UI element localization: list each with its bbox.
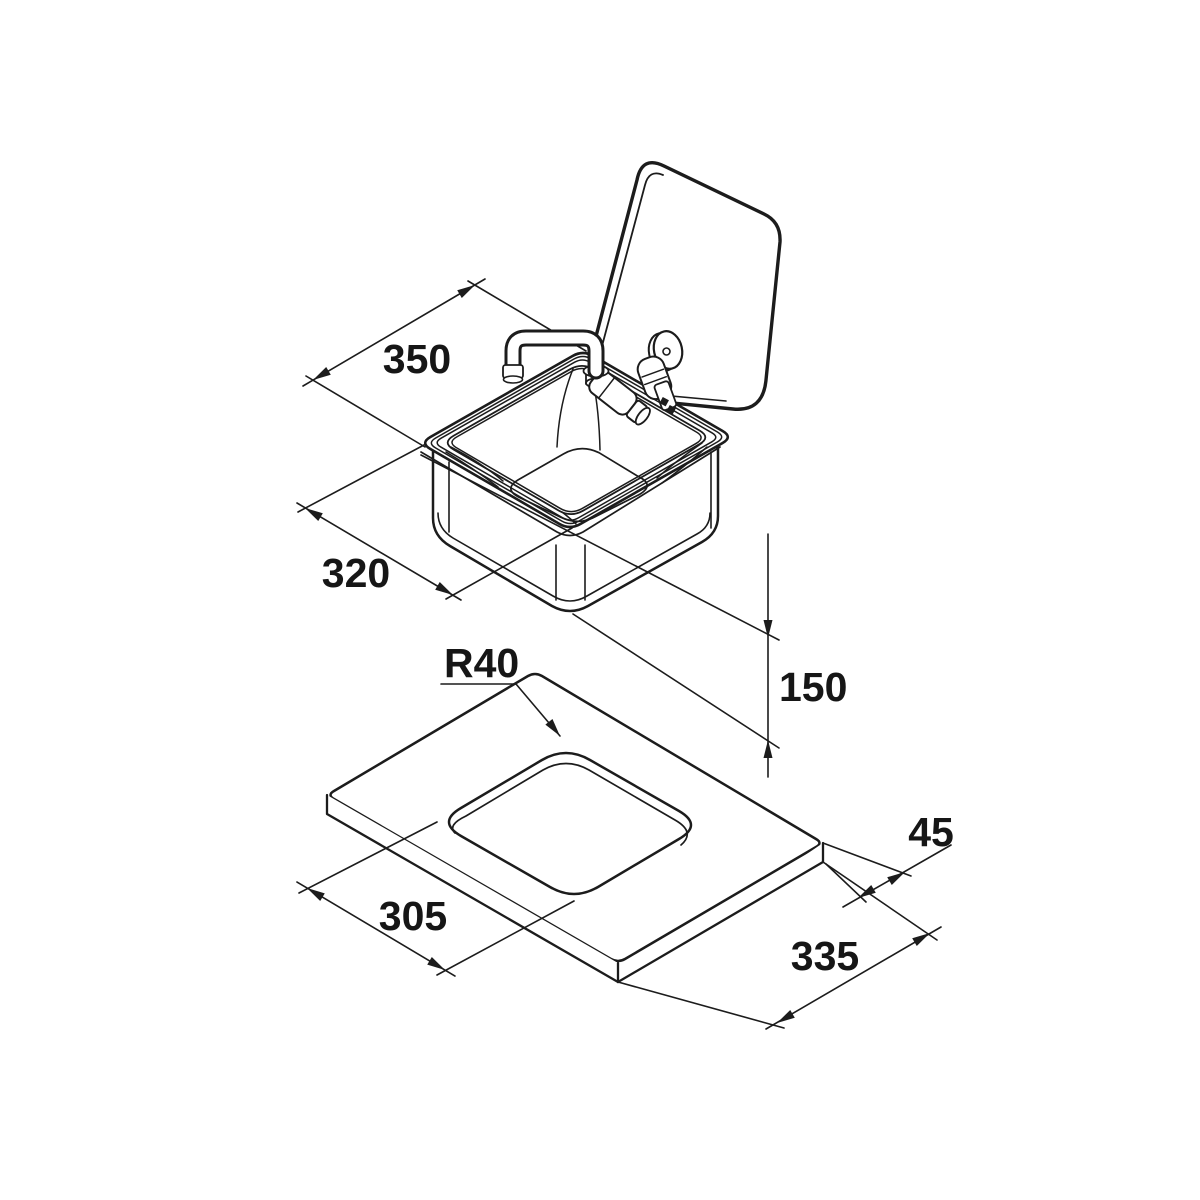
arrowhead [912, 933, 930, 947]
extension-line [297, 444, 425, 513]
arrowhead [545, 719, 560, 736]
lid-hinge [636, 330, 684, 415]
dimension-label-counter-thickness: 45 [908, 809, 954, 855]
arrowhead [457, 285, 475, 299]
arrowhead [777, 1009, 795, 1023]
dimension-line [302, 278, 486, 387]
extension-line [445, 527, 573, 600]
arrowhead [435, 582, 453, 595]
spout-fill [507, 332, 602, 377]
bowl-fillet [445, 451, 499, 488]
dimension-label-cutout-length: 335 [791, 933, 859, 979]
arrowhead [313, 366, 331, 380]
extension-line [572, 613, 780, 749]
hinge-bracket-line [643, 376, 668, 386]
bowl-fillet [661, 446, 708, 484]
arrowhead [858, 884, 876, 898]
arrowhead [307, 888, 325, 902]
dimension-335 [617, 861, 942, 1030]
bowl-floor [510, 447, 648, 523]
spout-nozzle-tip [502, 375, 524, 384]
hinge-pin-hole [662, 347, 671, 356]
dimension-line [296, 502, 462, 601]
bowl-fillet [561, 511, 577, 525]
extension-line [617, 981, 785, 1029]
flange-underside-edge [420, 446, 721, 537]
basin-bottom-seam [437, 512, 711, 602]
extension-line [420, 454, 780, 641]
dimension-label-bowl-depth: 150 [779, 664, 847, 710]
dimension-150 [420, 454, 780, 778]
cutout-inner-wall [451, 762, 689, 846]
bowl-back-fillet [556, 368, 574, 448]
arrowhead [427, 956, 445, 970]
extension-line [822, 861, 938, 941]
hinge-mount-hole [666, 404, 676, 415]
dimension-labels: 350 320 150 R40 45 305 335 [322, 336, 954, 979]
extension-line [436, 900, 575, 976]
flange-rolled-edge-inner [436, 359, 717, 521]
bowl-fillet [450, 446, 504, 482]
arrowhead [763, 620, 773, 638]
faucet-valve [588, 369, 651, 426]
extension-line [825, 863, 867, 903]
hinge-bracket-line [641, 368, 665, 378]
dimension-line [296, 881, 456, 977]
arrowhead [305, 508, 323, 521]
dimension-label-cutout-radius: R40 [444, 640, 519, 686]
dimension-line [765, 926, 942, 1030]
dimension-label-sink-depth: 350 [383, 336, 451, 382]
extension-line [298, 821, 438, 894]
dimension-320 [296, 444, 573, 601]
valve-seam [598, 377, 615, 399]
lid-thickness-line [593, 172, 664, 377]
dimension-label-sink-width: 320 [322, 550, 390, 596]
arrowhead [763, 740, 773, 758]
dimension-arrowheads [305, 285, 930, 1023]
hinge-mount-hole [659, 396, 669, 407]
flange-rolled-edge [430, 355, 723, 525]
extension-line [305, 375, 426, 448]
dimension-label-cutout-width: 305 [379, 893, 447, 939]
valve-cap-face [634, 406, 651, 426]
dimension-305 [296, 821, 575, 977]
faucet [502, 329, 651, 426]
extension-line [822, 842, 912, 877]
arrowhead [887, 872, 905, 886]
drawing-linework [296, 161, 952, 1030]
bowl-fillet [656, 442, 703, 479]
